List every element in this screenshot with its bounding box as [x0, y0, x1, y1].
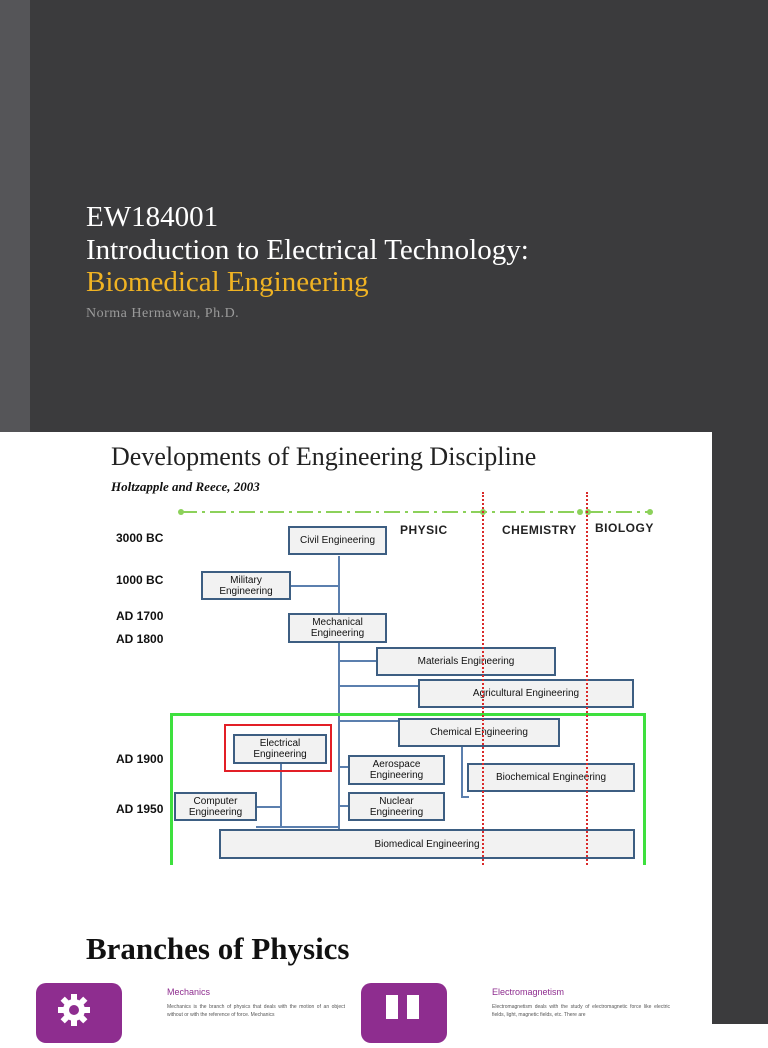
- box-nuclear-engineering: Nuclear Engineering: [348, 792, 445, 821]
- author-name: Norma Hermawan, Ph.D.: [86, 306, 240, 321]
- physic-chemistry-divider: [482, 492, 484, 865]
- connector-biochem-drop: [461, 732, 463, 798]
- connector-military: [290, 585, 340, 587]
- box-computer-engineering: Computer Engineering: [174, 792, 257, 821]
- box-agricultural-engineering: Agricultural Engineering: [418, 679, 634, 708]
- connector-agricultural: [338, 685, 420, 687]
- timeline-dot: [577, 509, 583, 515]
- connector-aerospace: [338, 766, 350, 768]
- timeline-dot: [178, 509, 184, 515]
- branches-slide: Branches of Physics Mechanics Mechanics …: [0, 865, 768, 1043]
- main-trunk-line: [338, 556, 340, 832]
- timeline-divider: [178, 509, 653, 515]
- box-chemical-engineering: Chemical Engineering: [398, 718, 560, 747]
- box-aerospace-engineering: Aerospace Engineering: [348, 755, 445, 785]
- gear-icon: [58, 994, 90, 1026]
- modern-era-highlight: [170, 713, 646, 865]
- magnet-icon: [386, 995, 419, 1019]
- developments-slide: Developments of Engineering Discipline H…: [0, 432, 768, 865]
- course-code: EW184001: [86, 201, 219, 233]
- title-slide: EW184001 Introduction to Electrical Tech…: [0, 0, 768, 432]
- box-biochemical-engineering: Biochemical Engineering: [467, 763, 635, 792]
- era-label: 3000 BC: [116, 531, 164, 545]
- electromagnetism-tile: [361, 983, 447, 1043]
- chemistry-biology-divider: [586, 492, 588, 865]
- era-label: AD 1900: [116, 752, 164, 766]
- right-accent-bar: [712, 432, 768, 865]
- course-subtitle: Biomedical Engineering: [86, 266, 369, 298]
- box-materials-engineering: Materials Engineering: [376, 647, 556, 676]
- connector-biochem: [461, 796, 469, 798]
- box-mechanical-engineering: Mechanical Engineering: [288, 613, 387, 643]
- connector-nuclear: [338, 805, 350, 807]
- right-accent-bar: [712, 865, 768, 1024]
- connector-computer: [256, 806, 282, 808]
- timeline-dot: [647, 509, 653, 515]
- topic-title-electromagnetism: Electromagnetism: [492, 987, 565, 997]
- box-military-engineering: Military Engineering: [201, 571, 291, 600]
- domain-chemistry: CHEMISTRY: [502, 523, 577, 537]
- domain-biology: BIOLOGY: [595, 521, 654, 535]
- box-civil-engineering: Civil Engineering: [288, 526, 387, 555]
- box-electrical-engineering: Electrical Engineering: [233, 734, 327, 764]
- left-accent-strip: [0, 0, 30, 432]
- connector-base: [256, 826, 340, 828]
- topic-text-electromagnetism: Electromagnetism deals with the study of…: [492, 1004, 670, 1018]
- slide-source: Holtzapple and Reece, 2003: [111, 479, 260, 494]
- box-biomedical-engineering: Biomedical Engineering: [219, 829, 635, 859]
- era-label: AD 1950: [116, 802, 164, 816]
- topic-text-mechanics: Mechanics is the branch of physics that …: [167, 1004, 345, 1018]
- connector-materials: [338, 660, 378, 662]
- connector-chemical: [338, 720, 400, 722]
- electrical-highlight: [224, 724, 332, 772]
- slide-title: Branches of Physics: [86, 931, 350, 966]
- era-label: 1000 BC: [116, 573, 164, 587]
- era-label: AD 1800: [116, 632, 164, 646]
- mechanics-tile: [36, 983, 122, 1043]
- slide-title: Developments of Engineering Discipline: [111, 442, 537, 471]
- course-title: Introduction to Electrical Technology:: [86, 234, 529, 266]
- connector-electrical: [280, 762, 282, 828]
- era-label: AD 1700: [116, 609, 164, 623]
- domain-physic: PHYSIC: [400, 523, 448, 537]
- topic-title-mechanics: Mechanics: [167, 987, 211, 997]
